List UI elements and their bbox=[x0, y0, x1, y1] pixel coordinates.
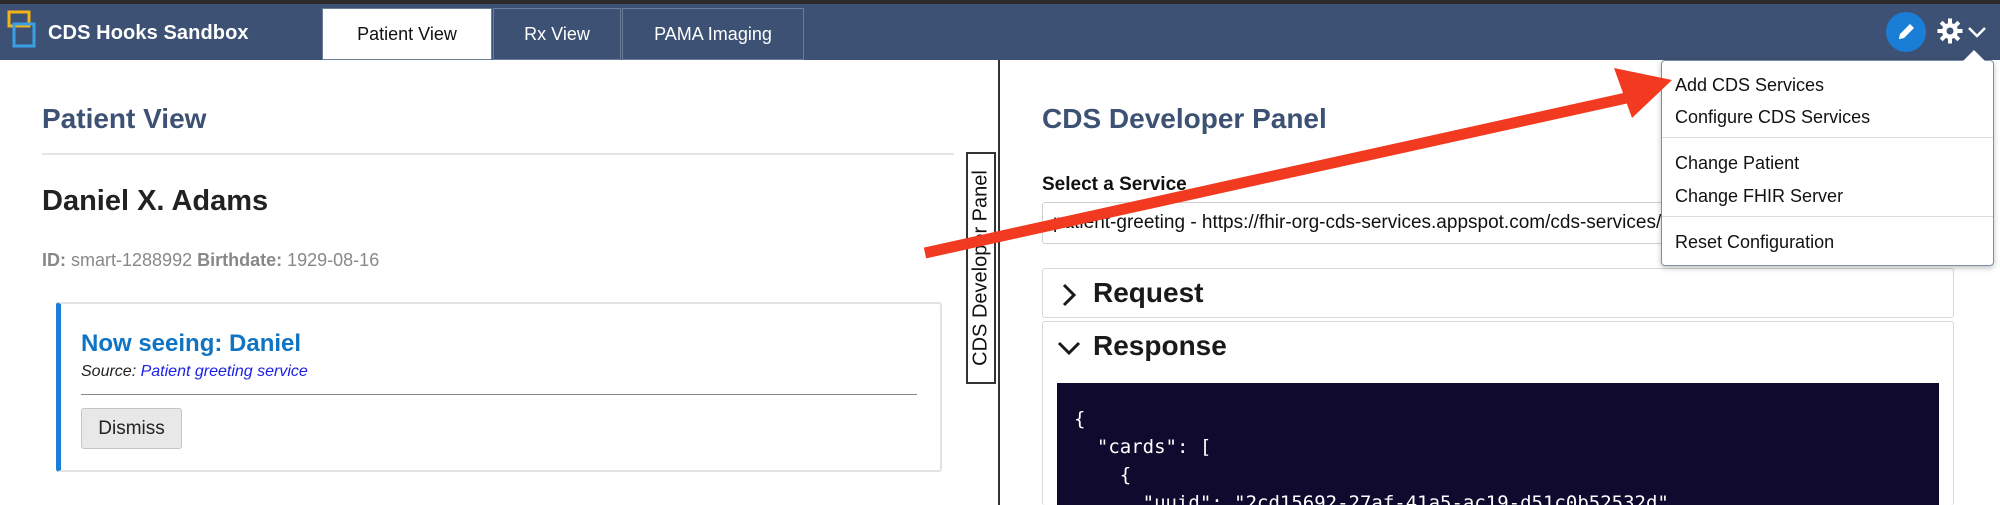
menu-item-change-patient[interactable]: Change Patient bbox=[1675, 153, 1800, 173]
code-line: "uuid": "2cd15692-27af-41a5-ac19-d51c0b5… bbox=[1074, 492, 1681, 505]
menu-item-reset-configuration[interactable]: Reset Configuration bbox=[1675, 232, 1835, 252]
patient-id-value: smart-1288992 bbox=[71, 250, 193, 270]
tab-rx-view[interactable]: Rx View bbox=[493, 8, 621, 60]
request-label: Request bbox=[1093, 277, 1204, 308]
card-divider bbox=[81, 394, 917, 395]
panel-divider[interactable] bbox=[998, 60, 1000, 505]
cds-logo-icon bbox=[7, 10, 36, 48]
birthdate-label: Birthdate: bbox=[197, 250, 283, 270]
card-source-label: Source: bbox=[81, 363, 137, 380]
code-line: { bbox=[1074, 464, 1132, 486]
menu-separator bbox=[1662, 137, 1993, 138]
chevron-down-icon bbox=[1968, 27, 1986, 38]
birthdate-value: 1929-08-16 bbox=[287, 250, 380, 270]
window-top-edge bbox=[0, 0, 2000, 4]
request-accordion[interactable]: Request bbox=[1042, 268, 1954, 318]
card-source-link[interactable]: Patient greeting service bbox=[140, 363, 308, 380]
menu-item-add-cds-services[interactable]: Add CDS Services bbox=[1675, 75, 1825, 95]
developer-panel-toggle-label: CDS Developer Panel bbox=[969, 170, 992, 366]
pencil-icon bbox=[1899, 24, 1914, 39]
tab-patient-view[interactable]: Patient View bbox=[322, 8, 492, 60]
settings-button[interactable] bbox=[1936, 16, 1964, 46]
dismiss-button[interactable]: Dismiss bbox=[81, 408, 182, 449]
menu-item-change-fhir-server[interactable]: Change FHIR Server bbox=[1675, 186, 1844, 206]
code-line: "cards": [ bbox=[1074, 436, 1212, 458]
settings-menu-caret bbox=[1963, 50, 1985, 61]
select-service-label: Select a Service bbox=[1042, 174, 1187, 195]
settings-menu bbox=[1661, 60, 1994, 266]
cds-card bbox=[56, 302, 942, 472]
menu-separator bbox=[1662, 216, 1993, 217]
patient-name: Daniel X. Adams bbox=[42, 185, 269, 217]
chevron-right-icon bbox=[1062, 283, 1077, 307]
card-title: Now seeing: Daniel bbox=[81, 330, 302, 357]
menu-item-configure-cds-services[interactable]: Configure CDS Services bbox=[1675, 107, 1871, 127]
developer-panel-heading: CDS Developer Panel bbox=[1042, 103, 1327, 134]
patient-view-divider bbox=[42, 153, 954, 155]
patient-view-heading: Patient View bbox=[42, 103, 207, 134]
app-title[interactable]: CDS Hooks Sandbox bbox=[48, 22, 249, 44]
response-label: Response bbox=[1093, 330, 1227, 361]
gear-icon bbox=[1937, 18, 1963, 44]
response-json-viewer: { "cards": [ { "uuid": "2cd15692-27af-41… bbox=[1057, 383, 1939, 505]
app-header: CDS Hooks Sandbox Patient View Rx View P… bbox=[0, 4, 2000, 60]
settings-menu-toggle[interactable] bbox=[1966, 24, 1988, 40]
edit-button[interactable] bbox=[1886, 12, 1926, 52]
patient-demographics: ID: smart-1288992 Birthdate: 1929-08-16 bbox=[42, 250, 379, 271]
chevron-down-icon bbox=[1057, 341, 1081, 356]
card-source: Source: Patient greeting service bbox=[81, 363, 308, 381]
patient-id-label: ID: bbox=[42, 250, 66, 270]
tab-pama-imaging[interactable]: PAMA Imaging bbox=[622, 8, 804, 60]
code-line: { bbox=[1074, 408, 1086, 430]
